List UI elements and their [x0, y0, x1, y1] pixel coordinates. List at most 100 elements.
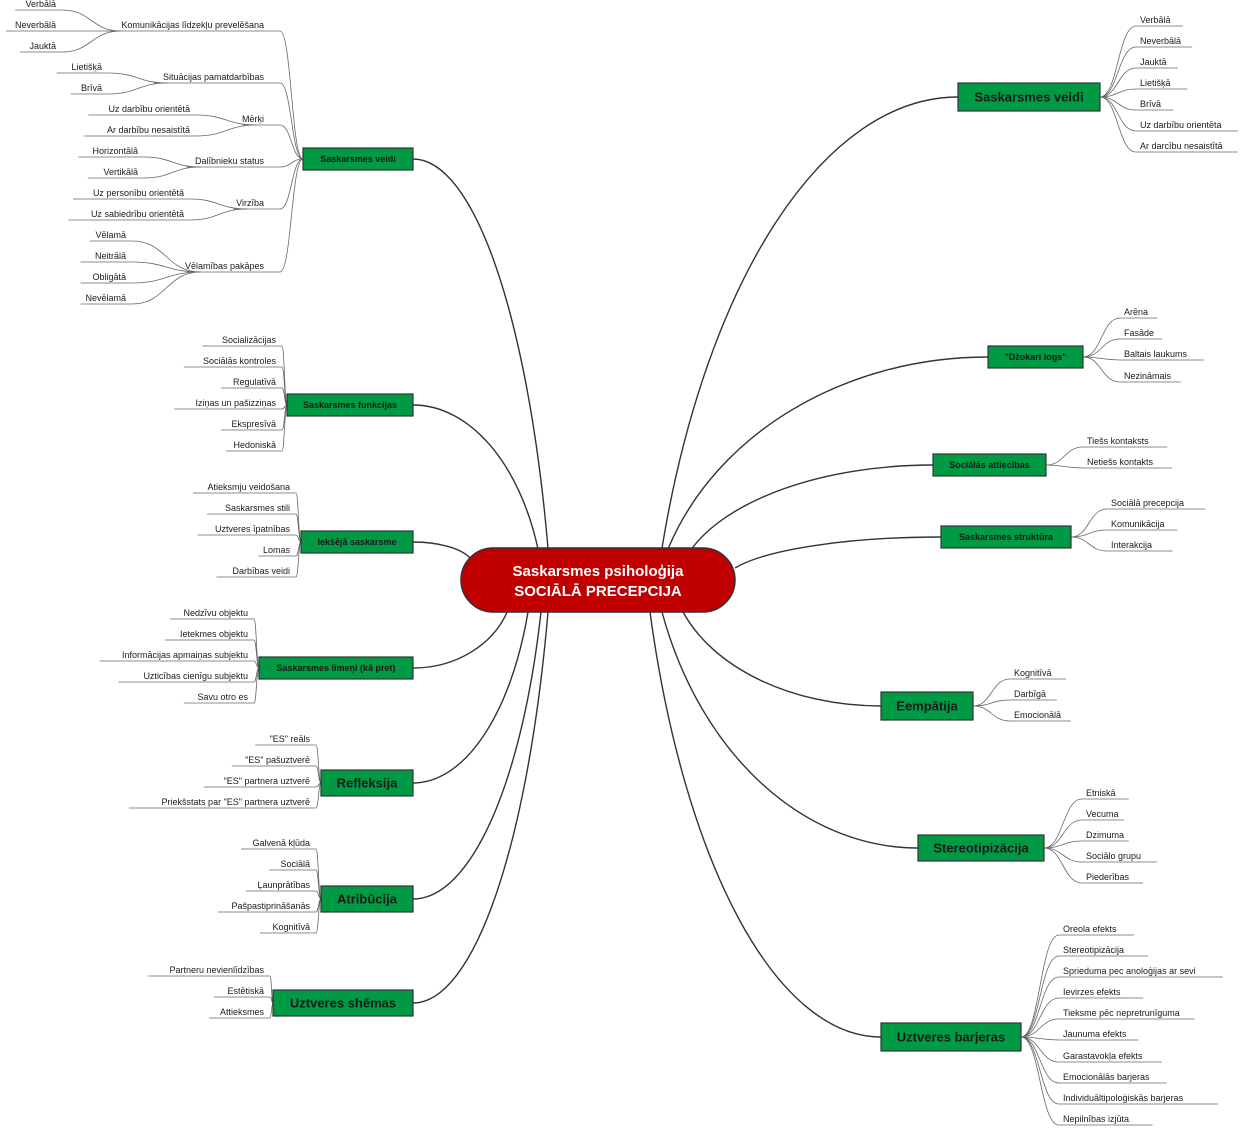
leaf-jaukta[interactable]: Jauktā — [1136, 57, 1179, 69]
group-dalibnieku-status[interactable]: Dalībnieku status — [186, 156, 280, 168]
group-merki[interactable]: Mērķi — [242, 114, 280, 126]
branch-saskarsmes-veidi-right[interactable]: Saskarsmes veidi — [957, 82, 1101, 112]
leaf-vecuma[interactable]: Vecuma — [1082, 809, 1125, 821]
leaf-ekspresiva[interactable]: Ekspresīvā — [221, 419, 282, 431]
leaf-oreola-efekts[interactable]: Oreola efekts — [1059, 924, 1134, 936]
leaf-informacijas-apmainas-subjektu[interactable]: Informācijas apmaiņas subjektu — [99, 650, 254, 662]
leaf-verbala[interactable]: Verbālā — [1136, 15, 1183, 27]
branch-atribucija[interactable]: Atribūcija — [320, 885, 414, 913]
branch-dzokari-logs[interactable]: "Džokari logs" — [987, 345, 1084, 369]
leaf-jaukta[interactable]: Jauktā — [19, 41, 62, 53]
leaf-uz-darbibu-orienteta[interactable]: Uz darbību orientētā — [88, 104, 196, 116]
leaf-briva[interactable]: Brīvā — [1136, 99, 1174, 111]
leaf-sociala-precepcija[interactable]: Sociālā precepcija — [1107, 498, 1206, 510]
branch-box[interactable] — [880, 691, 974, 721]
leaf-neverbala[interactable]: Neverbālā — [1136, 36, 1193, 48]
leaf-arena[interactable]: Arēna — [1120, 307, 1158, 319]
leaf-velama[interactable]: Vēlamā — [89, 230, 132, 242]
leaf-paspastiprinasanas[interactable]: Pašpastiprināšanās — [217, 901, 316, 913]
leaf-uzticibas-cienigu-subjektu[interactable]: Uzticības cienīgu subjektu — [118, 671, 254, 683]
leaf-galvena-kluda[interactable]: Galvenā kļūda — [241, 838, 316, 850]
branch-box[interactable] — [917, 834, 1045, 862]
branch-eempatija[interactable]: Eempātija — [880, 691, 974, 721]
leaf-emocionalas-barjeras[interactable]: Emocionālās barjeras — [1059, 1072, 1167, 1084]
leaf-nedzivu-objektu[interactable]: Nedzīvu objektu — [169, 608, 254, 620]
branch-box[interactable] — [272, 989, 414, 1017]
leaf-obligata[interactable]: Obligātā — [80, 272, 132, 284]
leaf-darbibas-veidi[interactable]: Darbības veidi — [216, 566, 296, 578]
branch-saskarsmes-funkcijas[interactable]: Saskarsmes funkcijas — [286, 393, 414, 417]
leaf-uz-darbibu-orienteta[interactable]: Uz darbību orientēta — [1136, 120, 1238, 132]
branch-saskarsmes-struktura[interactable]: Saskarsmes struktūra — [940, 525, 1072, 549]
branch-saskarsmes-limeni[interactable]: Saskarsmes līmeņi (kā pret) — [258, 656, 414, 680]
leaf-nevelama[interactable]: Nevēlamā — [80, 293, 132, 305]
branch-ieksejā-saskarsme[interactable]: Iekšējā saskarsme — [300, 530, 414, 554]
branch-box[interactable] — [286, 393, 414, 417]
leaf-uz-personibu-orienteta[interactable]: Uz personību orientētā — [73, 188, 190, 200]
group-komunikacijas-lidzeklu-prevelesana[interactable]: Komunikācijas līdzekļu prevelēšana — [106, 20, 280, 32]
leaf-lietiska[interactable]: Lietišķā — [1136, 78, 1188, 90]
leaf-es-partnera-uztvere[interactable]: "ES" partnera uztverē — [203, 776, 316, 788]
leaf-nepilnibas-izjuta[interactable]: Nepilnības izjūta — [1059, 1114, 1153, 1126]
leaf-vertikala[interactable]: Vertikālā — [87, 167, 144, 179]
leaf-interakcija[interactable]: Interakcija — [1107, 540, 1173, 552]
leaf-es-reals[interactable]: "ES" reāls — [255, 734, 316, 746]
leaf-horizontala[interactable]: Horizontālā — [78, 146, 144, 158]
leaf-socialo-grupu[interactable]: Sociālo grupu — [1082, 851, 1157, 863]
leaf-individualtipologiskas-barjeras[interactable]: Individuāltipoloģiskās barjeras — [1059, 1093, 1219, 1105]
group-virziba[interactable]: Virzība — [233, 198, 280, 210]
leaf-sprieduma-pec-anologijas-ar-sevi[interactable]: Sprieduma pec anoloģijas ar sevi — [1059, 966, 1223, 978]
branch-box[interactable] — [957, 82, 1101, 112]
leaf-tieksme-pec-nepretruniguma[interactable]: Tieksme pēc nepretrunīguma — [1059, 1008, 1195, 1020]
leaf-lietiska[interactable]: Lietišķā — [56, 62, 108, 74]
leaf-launpratibas[interactable]: Ļaunprātības — [245, 880, 316, 892]
leaf-attieksmes[interactable]: Attieksmes — [209, 1007, 270, 1019]
leaf-nezinamais[interactable]: Nezināmais — [1120, 371, 1181, 383]
branch-uztveres-barjeras[interactable]: Uztveres barjeras — [880, 1022, 1022, 1052]
branch-box[interactable] — [300, 530, 414, 554]
leaf-piederibas[interactable]: Piederības — [1082, 872, 1143, 884]
branch-box[interactable] — [880, 1022, 1022, 1052]
leaf-atieksmju-veidosana[interactable]: Atieksmju veidošana — [193, 482, 296, 494]
leaf-jaunuma-efekts[interactable]: Jaunuma efekts — [1059, 1029, 1139, 1041]
branch-box[interactable] — [987, 345, 1084, 369]
leaf-darbiga[interactable]: Darbīgā — [1010, 689, 1057, 701]
leaf-regulativa[interactable]: Regulatīvā — [221, 377, 282, 389]
branch-box[interactable] — [320, 885, 414, 913]
leaf-prieksstats-par-es-partnera-uztvere[interactable]: Priekšstats par "ES" partnera uztverē — [128, 797, 316, 809]
branch-box[interactable] — [940, 525, 1072, 549]
leaf-neverbala[interactable]: Neverbālā — [5, 20, 62, 32]
leaf-netiess-kontakts[interactable]: Netiešs kontakts — [1083, 457, 1172, 469]
leaf-socializacijas[interactable]: Socializācijas — [202, 335, 282, 347]
leaf-ar-darcibu-nesaistita[interactable]: Ar darcību nesaistītā — [1136, 141, 1238, 153]
leaf-verbala[interactable]: Verbālā — [15, 0, 62, 11]
leaf-kognitiva[interactable]: Kognitīvā — [1010, 668, 1067, 680]
leaf-savu-otro-es[interactable]: Savu otro es — [183, 692, 254, 704]
leaf-tiess-kontaksts[interactable]: Tiešs kontaksts — [1083, 436, 1168, 448]
leaf-briva[interactable]: Brīvā — [70, 83, 108, 95]
leaf-fasade[interactable]: Fasāde — [1120, 328, 1163, 340]
leaf-uz-sabiedribu-orienteta[interactable]: Uz sabiedrību orientētā — [68, 209, 190, 221]
leaf-sociala[interactable]: Sociālā — [269, 859, 316, 871]
branch-box[interactable] — [320, 769, 414, 797]
leaf-izinas-un-pasizzinas[interactable]: Iziņas un pašizziņas — [174, 398, 282, 410]
group-situacijas-pamatdarbibas[interactable]: Situācijas pamatdarbības — [153, 72, 280, 84]
branch-box[interactable] — [258, 656, 414, 680]
leaf-kognitiva[interactable]: Kognitīvā — [259, 922, 316, 934]
branch-socialas-attiecibas[interactable]: Sociālās attiecības — [932, 453, 1047, 477]
leaf-ievirzes-efekts[interactable]: Ievirzes efekts — [1059, 987, 1144, 999]
leaf-garastavokla-efekts[interactable]: Garastavokļa efekts — [1059, 1051, 1162, 1063]
leaf-saskarsmes-stili[interactable]: Saskarsmes stili — [207, 503, 296, 515]
leaf-socialas-kontroles[interactable]: Sociālās kontroles — [183, 356, 282, 368]
leaf-es-pasuztvere[interactable]: "ES" pašuztverē — [231, 755, 316, 767]
branch-stereotipizacija[interactable]: Stereotipizācija — [917, 834, 1045, 862]
leaf-baltais-laukums[interactable]: Baltais laukums — [1120, 349, 1205, 361]
leaf-neitrala[interactable]: Neitrālā — [80, 251, 132, 263]
leaf-estetiska[interactable]: Estētiskā — [213, 986, 270, 998]
branch-refleksija[interactable]: Refleksija — [320, 769, 414, 797]
branch-box[interactable] — [302, 147, 414, 171]
leaf-dzimuma[interactable]: Dzimuma — [1082, 830, 1129, 842]
branch-uztveres-shemas[interactable]: Uztveres shēmas — [272, 989, 414, 1017]
leaf-lomas[interactable]: Lomas — [258, 545, 296, 557]
leaf-ietekmes-objektu[interactable]: Ietekmes objektu — [165, 629, 254, 641]
